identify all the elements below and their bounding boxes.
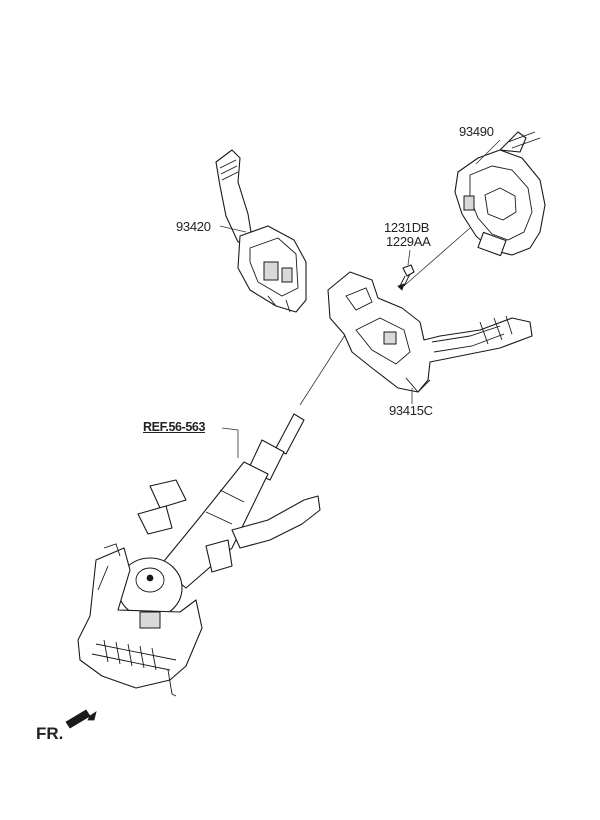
clock-spring-part bbox=[454, 131, 546, 257]
label-ref-56-563: REF.56-563 bbox=[143, 420, 206, 434]
label-93420: 93420 bbox=[176, 219, 211, 234]
label-93415C: 93415C bbox=[389, 403, 433, 418]
leader-bolt bbox=[407, 249, 411, 266]
label-93490: 93490 bbox=[459, 124, 494, 139]
label-1229AA: 1229AA bbox=[386, 234, 431, 249]
mounting-bolt-part bbox=[397, 264, 415, 291]
front-marker-label: FR. bbox=[36, 724, 64, 743]
multifunction-switch-part bbox=[327, 271, 533, 393]
steering-column-part bbox=[77, 413, 321, 697]
leader-93490 bbox=[475, 139, 501, 165]
wiper-switch-part bbox=[215, 149, 307, 313]
leader-93420 bbox=[219, 225, 247, 233]
label-1231DB: 1231DB bbox=[384, 220, 430, 235]
leader-ref bbox=[221, 427, 239, 458]
explode-axis-line bbox=[299, 227, 471, 406]
front-arrow-icon bbox=[65, 709, 97, 729]
